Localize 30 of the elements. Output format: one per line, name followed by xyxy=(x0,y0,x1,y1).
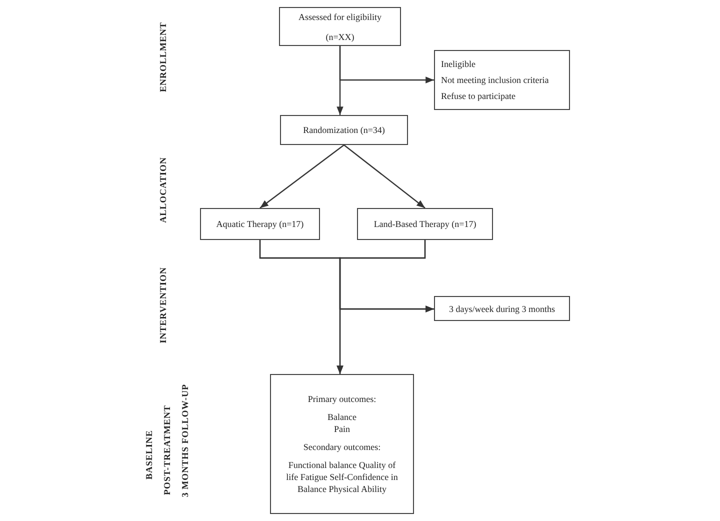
node-text: Randomization (n=34) xyxy=(303,124,385,136)
node-text: Not meeting inclusion criteria xyxy=(441,74,549,86)
arrow xyxy=(336,46,344,115)
section-heading: Secondary outcomes: xyxy=(303,441,381,453)
group-box xyxy=(357,208,493,240)
outcome-box xyxy=(270,374,414,514)
process-box xyxy=(280,115,408,145)
stage-label: ALLOCATION xyxy=(158,157,168,223)
node-text: Land-Based Therapy (n=17) xyxy=(374,218,476,230)
outcome-list: Functional balance Quality of life Fatigue Self-Confidence in Balance Physical Ability xyxy=(283,459,401,495)
node-text: 3 days/week during 3 months xyxy=(449,302,555,314)
stage-label: 3 MONTHS FOLLOW-UP xyxy=(180,384,190,497)
node-text: Refuse to participate xyxy=(441,90,516,102)
stage-label: POST-TREATMENT xyxy=(162,405,172,496)
note-box xyxy=(434,296,570,321)
group-box xyxy=(200,208,320,240)
outcome-list: Balance Pain xyxy=(322,411,362,435)
node-text: (n=XX) xyxy=(326,30,354,42)
arrow xyxy=(260,144,344,208)
exclusion-box xyxy=(434,50,570,110)
node-text: Aquatic Therapy (n=17) xyxy=(216,218,304,230)
node-text: Ineligible xyxy=(441,58,476,70)
arrow xyxy=(336,240,426,374)
stage-label: ENROLLMENT xyxy=(158,22,168,92)
process-box xyxy=(279,7,401,46)
stage-label: BASELINE xyxy=(144,430,154,480)
stage-label: INTERVENTION xyxy=(158,267,168,344)
arrow xyxy=(344,144,426,208)
section-heading: Primary outcomes: xyxy=(308,393,376,405)
node-text: Assessed for eligibility xyxy=(298,10,382,22)
